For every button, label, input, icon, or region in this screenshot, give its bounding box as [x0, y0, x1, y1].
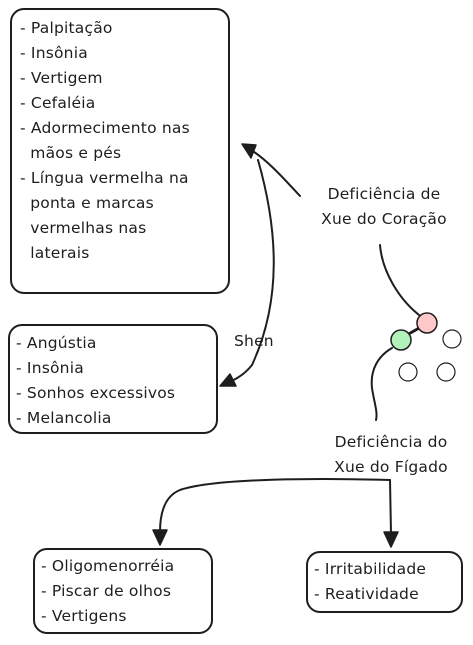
arrowhead-coracao [241, 143, 257, 159]
list-item: - Adormecimento nas mãos e pés [20, 119, 190, 162]
list-item: - Língua vermelha na ponta e marcas verm… [20, 169, 189, 262]
green-node [390, 329, 412, 351]
label-deficiencia-figado: Deficiência do Xue do Fígado [334, 433, 448, 476]
line-green-node-to-figado [370, 347, 393, 421]
list-item: - Melancolia [16, 409, 112, 427]
list-item: - Irritabilidade [314, 560, 427, 578]
arrow-coracao-to-symptoms [247, 147, 301, 197]
arrow-figado-to-irrit [389, 479, 392, 535]
coracao-symptoms-list: - Palpitação - Insônia - Vertigem - Cefa… [20, 16, 220, 266]
list-item: - Insônia [16, 359, 84, 377]
list-item: - Vertigens [41, 607, 127, 625]
irrit-symptoms-box: - Irritabilidade - Reatividade [306, 551, 463, 613]
shen-symptoms-list: - Angústia - Insônia - Sonhos excessivos… [16, 331, 210, 431]
list-item: - Sonhos excessivos [16, 384, 176, 402]
list-item: - Cefaléia [20, 94, 96, 112]
label-shen: Shen [234, 332, 274, 350]
list-item: - Oligomenorréia [41, 557, 175, 575]
arrowhead-shen [219, 373, 237, 387]
shen-symptoms-box: - Angústia - Insônia - Sonhos excessivos… [8, 324, 218, 434]
irrit-symptoms-list: - Irritabilidade - Reatividade [314, 557, 455, 607]
empty-node [436, 362, 456, 382]
list-item: - Piscar de olhos [41, 582, 172, 600]
empty-node [442, 329, 462, 349]
arrowhead-oligo [152, 529, 168, 546]
coracao-symptoms-box: - Palpitação - Insônia - Vertigem - Cefa… [10, 8, 230, 294]
arrowhead-irrit [383, 531, 399, 548]
line-coracao-to-pink-node [379, 244, 424, 319]
pink-node [416, 312, 438, 334]
arrow-figado-to-oligo [159, 478, 391, 533]
list-item: - Angústia [16, 334, 97, 352]
list-item: - Vertigem [20, 69, 103, 87]
arrow-shen [223, 159, 275, 385]
oligo-symptoms-box: - Oligomenorréia - Piscar de olhos - Ver… [33, 548, 213, 634]
empty-node [398, 362, 418, 382]
oligo-symptoms-list: - Oligomenorréia - Piscar de olhos - Ver… [41, 554, 205, 629]
list-item: - Reatividade [314, 585, 419, 603]
list-item: - Palpitação [20, 19, 113, 37]
label-deficiencia-coracao: Deficiência de Xue do Coração [321, 185, 447, 228]
list-item: - Insônia [20, 44, 88, 62]
